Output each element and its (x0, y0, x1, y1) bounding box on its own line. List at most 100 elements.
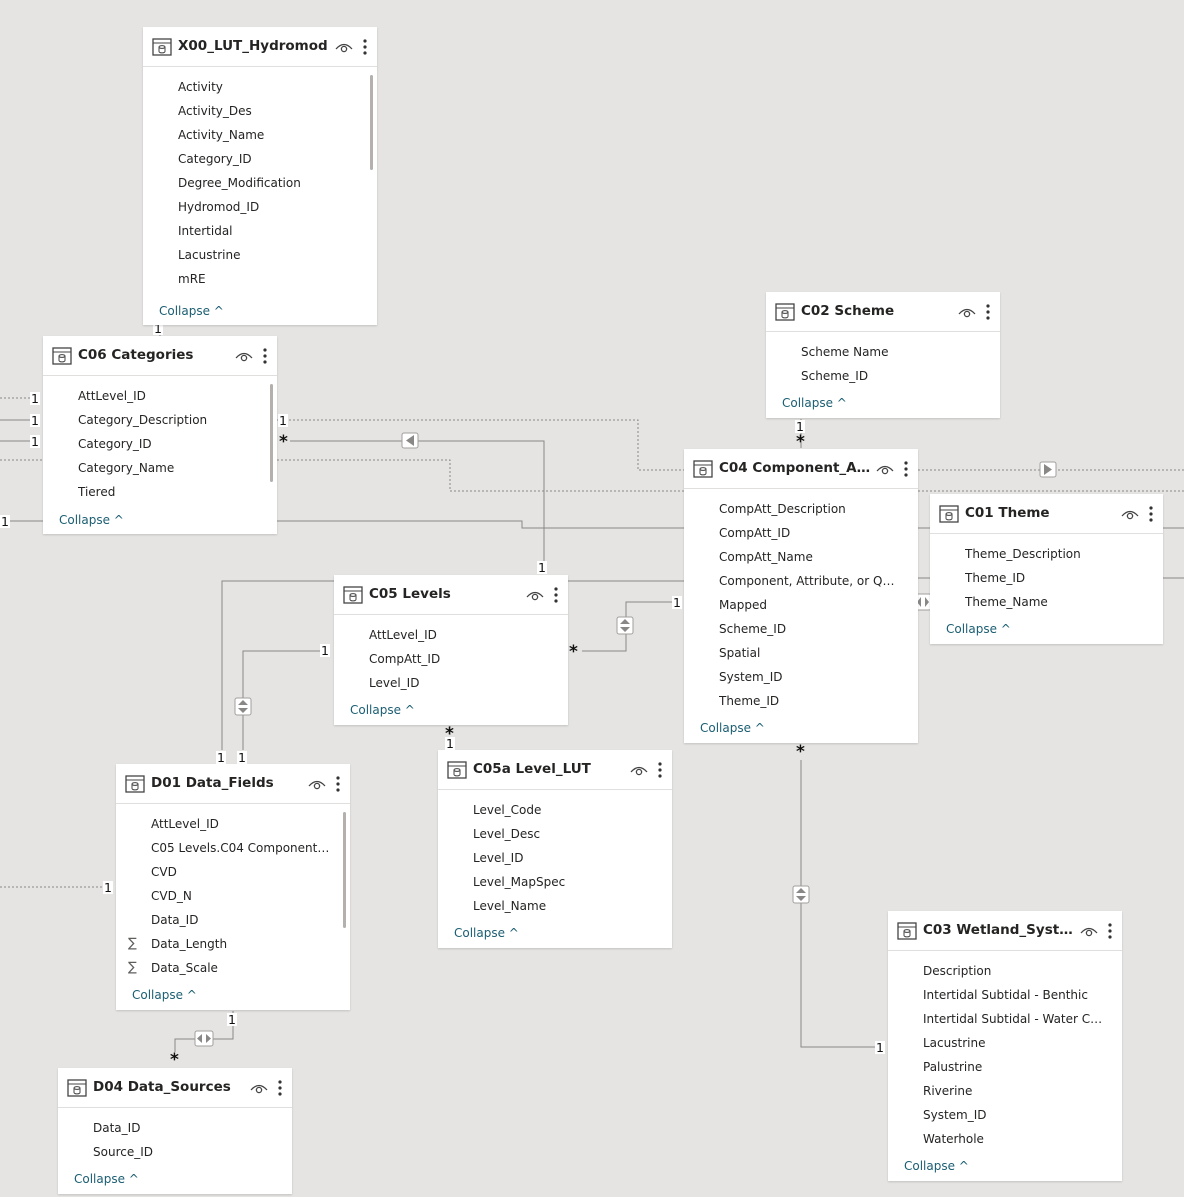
scrollbar[interactable] (370, 75, 373, 170)
field-item[interactable]: Intertidal Subtidal - Benthic (923, 988, 1088, 1002)
field-item[interactable]: CompAtt_Name (719, 550, 813, 564)
field-item[interactable]: Theme_ID (719, 694, 780, 708)
field-item[interactable]: CVD (151, 865, 177, 879)
eye-icon[interactable] (1121, 507, 1139, 521)
field-item[interactable]: Category_Description (78, 413, 208, 427)
table-card-d04-data-sources[interactable]: D04 Data_Sources Data_ID Source_ID Colla… (58, 1068, 292, 1194)
field-item[interactable]: Hydromod_ID (178, 200, 260, 214)
table-card-c05-levels[interactable]: C05 Levels AttLevel_ID CompAtt_ID Level_… (334, 575, 568, 725)
field-item[interactable]: Category_ID (78, 437, 152, 451)
collapse-button[interactable]: Collapse ^ (454, 926, 519, 940)
eye-icon[interactable] (526, 588, 544, 602)
eye-icon[interactable] (308, 777, 326, 791)
table-card-x00-lut-hydromod[interactable]: X00_LUT_Hydromod Activity Activity_Des A… (143, 27, 377, 325)
field-item[interactable]: Degree_Modification (178, 176, 301, 190)
table-card-c06-categories[interactable]: C06 Categories AttLevel_ID Category_Desc… (43, 336, 277, 534)
field-item[interactable]: Palustrine (923, 1060, 983, 1074)
field-item[interactable]: AttLevel_ID (151, 817, 219, 831)
field-item[interactable]: Level_ID (369, 676, 420, 690)
field-item[interactable]: Scheme_ID (801, 369, 869, 383)
field-item[interactable]: Intertidal Subtidal - Water Colu... (923, 1012, 1105, 1026)
collapse-button[interactable]: Collapse ^ (132, 988, 197, 1002)
more-options-icon[interactable] (276, 1079, 284, 1097)
field-item[interactable]: CompAtt_ID (719, 526, 791, 540)
more-options-icon[interactable] (1147, 505, 1155, 523)
field-item[interactable]: Activity (178, 80, 223, 94)
field-item[interactable]: Data_Length (151, 937, 228, 951)
table-header[interactable]: D01 Data_Fields (116, 764, 350, 804)
field-item[interactable]: Theme_ID (965, 571, 1026, 585)
field-item[interactable]: Component, Attribute, or Qualif... (719, 574, 901, 588)
collapse-button[interactable]: Collapse ^ (59, 513, 124, 527)
more-options-icon[interactable] (261, 347, 269, 365)
table-header[interactable]: C03 Wetland_Systems (888, 911, 1122, 951)
field-item[interactable]: Level_Desc (473, 827, 541, 841)
field-item[interactable]: AttLevel_ID (369, 628, 437, 642)
field-item[interactable]: Tiered (78, 485, 116, 499)
field-item[interactable]: Scheme_ID (719, 622, 787, 636)
field-item[interactable]: Level_ID (473, 851, 524, 865)
table-header[interactable]: C06 Categories (43, 336, 277, 376)
field-item[interactable]: Mapped (719, 598, 767, 612)
scrollbar[interactable] (343, 812, 346, 928)
collapse-button[interactable]: Collapse ^ (350, 703, 415, 717)
more-options-icon[interactable] (552, 586, 560, 604)
field-item[interactable]: Lacustrine (178, 248, 241, 262)
scrollbar[interactable] (270, 384, 273, 482)
field-item[interactable]: Intertidal (178, 224, 233, 238)
table-header[interactable]: C04 Component_Attri... (684, 449, 918, 489)
more-options-icon[interactable] (902, 460, 910, 478)
collapse-button[interactable]: Collapse ^ (904, 1159, 969, 1173)
table-card-d01-data-fields[interactable]: D01 Data_Fields AttLevel_ID C05 Levels.C… (116, 764, 350, 1010)
field-item[interactable]: CVD_N (151, 889, 192, 903)
field-item[interactable]: Level_Code (473, 803, 542, 817)
eye-icon[interactable] (250, 1081, 268, 1095)
field-item[interactable]: C05 Levels.C04 Component_Att... (151, 841, 331, 855)
field-item[interactable]: Description (923, 964, 992, 978)
collapse-button[interactable]: Collapse ^ (74, 1172, 139, 1186)
field-item[interactable]: mRE (178, 272, 206, 286)
collapse-button[interactable]: Collapse ^ (700, 721, 765, 735)
field-item[interactable]: Lacustrine (923, 1036, 986, 1050)
table-card-c02-scheme[interactable]: C02 Scheme Scheme Name Scheme_ID Collaps… (766, 292, 1000, 418)
eye-icon[interactable] (958, 305, 976, 319)
field-item[interactable]: Data_ID (151, 913, 199, 927)
more-options-icon[interactable] (334, 775, 342, 793)
field-item[interactable]: CompAtt_Description (719, 502, 846, 516)
eye-icon[interactable] (630, 763, 648, 777)
eye-icon[interactable] (235, 349, 253, 363)
table-header[interactable]: D04 Data_Sources (58, 1068, 292, 1108)
field-item[interactable]: Category_ID (178, 152, 252, 166)
table-card-c01-theme[interactable]: C01 Theme Theme_Description Theme_ID The… (930, 494, 1163, 644)
eye-icon[interactable] (335, 40, 353, 54)
eye-icon[interactable] (1080, 924, 1098, 938)
table-header[interactable]: C05 Levels (334, 575, 568, 615)
collapse-button[interactable]: Collapse ^ (159, 304, 224, 318)
field-item[interactable]: System_ID (923, 1108, 987, 1122)
field-item[interactable]: Activity_Des (178, 104, 252, 118)
field-item[interactable]: CompAtt_ID (369, 652, 441, 666)
more-options-icon[interactable] (361, 38, 369, 56)
field-item[interactable]: Theme_Description (965, 547, 1081, 561)
field-item[interactable]: AttLevel_ID (78, 389, 146, 403)
table-header[interactable]: C05a Level_LUT (438, 750, 672, 790)
more-options-icon[interactable] (984, 303, 992, 321)
field-item[interactable]: System_ID (719, 670, 783, 684)
field-item[interactable]: Activity_Name (178, 128, 265, 142)
field-item[interactable]: Scheme Name (801, 345, 889, 359)
table-card-c05a-level-lut[interactable]: C05a Level_LUT Level_Code Level_Desc Lev… (438, 750, 672, 948)
field-item[interactable]: Source_ID (93, 1145, 153, 1159)
table-card-c04-component-attributes[interactable]: C04 Component_Attri... CompAtt_Descripti… (684, 449, 918, 743)
more-options-icon[interactable] (1106, 922, 1114, 940)
table-card-c03-wetland-systems[interactable]: C03 Wetland_Systems Description Intertid… (888, 911, 1122, 1181)
collapse-button[interactable]: Collapse ^ (946, 622, 1011, 636)
field-item[interactable]: Data_ID (93, 1121, 141, 1135)
table-header[interactable]: C01 Theme (930, 494, 1163, 534)
field-item[interactable]: Waterhole (923, 1132, 984, 1146)
field-item[interactable]: Level_MapSpec (473, 875, 566, 889)
table-header[interactable]: X00_LUT_Hydromod (143, 27, 377, 67)
field-item[interactable]: Level_Name (473, 899, 547, 913)
collapse-button[interactable]: Collapse ^ (782, 396, 847, 410)
table-header[interactable]: C02 Scheme (766, 292, 1000, 332)
field-item[interactable]: Riverine (923, 1084, 973, 1098)
